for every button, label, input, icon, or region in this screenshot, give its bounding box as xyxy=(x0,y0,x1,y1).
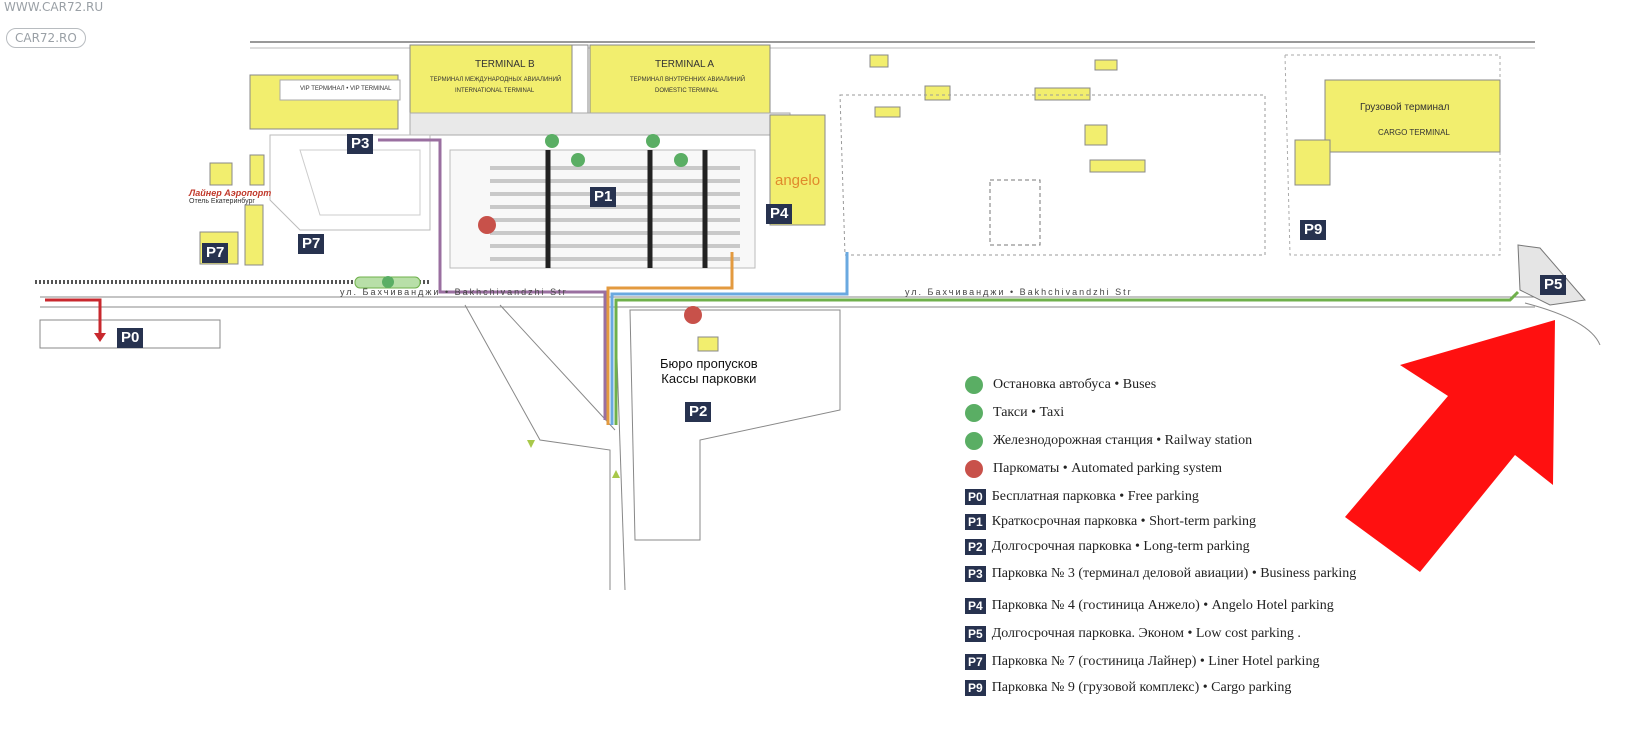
parking-machine-icon xyxy=(478,216,496,234)
parking-marker-p0: P0 xyxy=(117,328,144,348)
train-icon xyxy=(382,276,394,288)
terminal-a-ru: ТЕРМИНАЛ ВНУТРЕННИХ АВИАЛИНИЙ xyxy=(630,77,746,83)
legend-buses: Остановка автобуса • Buses xyxy=(993,377,1157,392)
taxi-icon xyxy=(571,153,585,167)
angelo-hotel-logo: angelo xyxy=(775,172,821,189)
route-red xyxy=(45,298,102,335)
legend-parking-machine-icon xyxy=(965,460,983,478)
pass-bureau-line1: Бюро пропусков xyxy=(660,356,758,371)
parking-marker-p4: P4 xyxy=(766,204,793,224)
taxi-icon xyxy=(674,153,688,167)
liner-hotel-building xyxy=(209,162,233,186)
vip-terminal-label: VIP ТЕРМИНАЛ • VIP TERMINAL xyxy=(300,86,392,92)
watermark-text: WWW.CAR72.RU xyxy=(4,0,104,14)
terminal-a-building xyxy=(589,44,771,114)
route-blue xyxy=(610,252,849,425)
legend-taxi: Такси • Taxi xyxy=(993,405,1065,420)
route-orange xyxy=(606,252,734,425)
terminal-b-en: INTERNATIONAL TERMINAL xyxy=(455,88,535,94)
route-green xyxy=(614,290,1520,425)
cargo-terminal-building xyxy=(1324,79,1501,153)
bus-icon xyxy=(545,134,559,148)
legend-train-icon xyxy=(965,432,983,450)
terminal-b-label: TERMINAL B xyxy=(475,59,535,70)
route-purple xyxy=(378,138,607,420)
legend-automated: Паркоматы • Automated parking system xyxy=(993,461,1223,476)
terminal-a-en: DOMESTIC TERMINAL xyxy=(655,88,719,94)
parking-marker-p5: P5 xyxy=(1540,275,1567,295)
cargo-terminal-en: CARGO TERMINAL xyxy=(1378,128,1450,137)
legend-taxi-icon xyxy=(965,404,983,422)
street-label-east: ул. Бахчиванджи • Bakhchivandzhi Str xyxy=(905,287,1133,297)
bus-icon xyxy=(646,134,660,148)
terminal-a-label: TERMINAL A xyxy=(655,59,715,70)
parking-machine-icon xyxy=(684,306,702,324)
terminal-b-building xyxy=(409,44,586,114)
parking-marker-p7-lot: P7 xyxy=(298,234,325,254)
pass-bureau-label: Бюро пропусков Кассы парковки xyxy=(660,356,758,386)
legend-railway: Железнодорожная станция • Railway statio… xyxy=(993,433,1253,448)
street-label-west: ул. Бахчиванджи • Bakhchivandzhi Str xyxy=(340,287,568,297)
parking-marker-p2: P2 xyxy=(685,402,712,422)
parking-marker-p9: P9 xyxy=(1300,220,1327,240)
watermark-logo: CAR72.RO xyxy=(6,28,86,48)
p2-parking-lot xyxy=(629,309,841,541)
parking-marker-p1: P1 xyxy=(590,187,617,207)
legend-bus-icon xyxy=(965,376,983,394)
cargo-terminal-ru: Грузовой терминал xyxy=(1360,102,1450,113)
big-red-arrow-icon xyxy=(1345,320,1555,572)
pass-bureau-line2: Кассы парковки xyxy=(661,371,757,386)
liner-hotel-sub: Отель Екатеринбург xyxy=(189,198,255,205)
liner-hotel-logo: Лайнер Аэропорт xyxy=(189,188,272,198)
terminal-b-ru: ТЕРМИНАЛ МЕЖДУНАРОДНЫХ АВИАЛИНИЙ xyxy=(430,77,562,83)
parking-marker-p7: P7 xyxy=(202,243,229,263)
parking-marker-p3: P3 xyxy=(347,134,374,154)
